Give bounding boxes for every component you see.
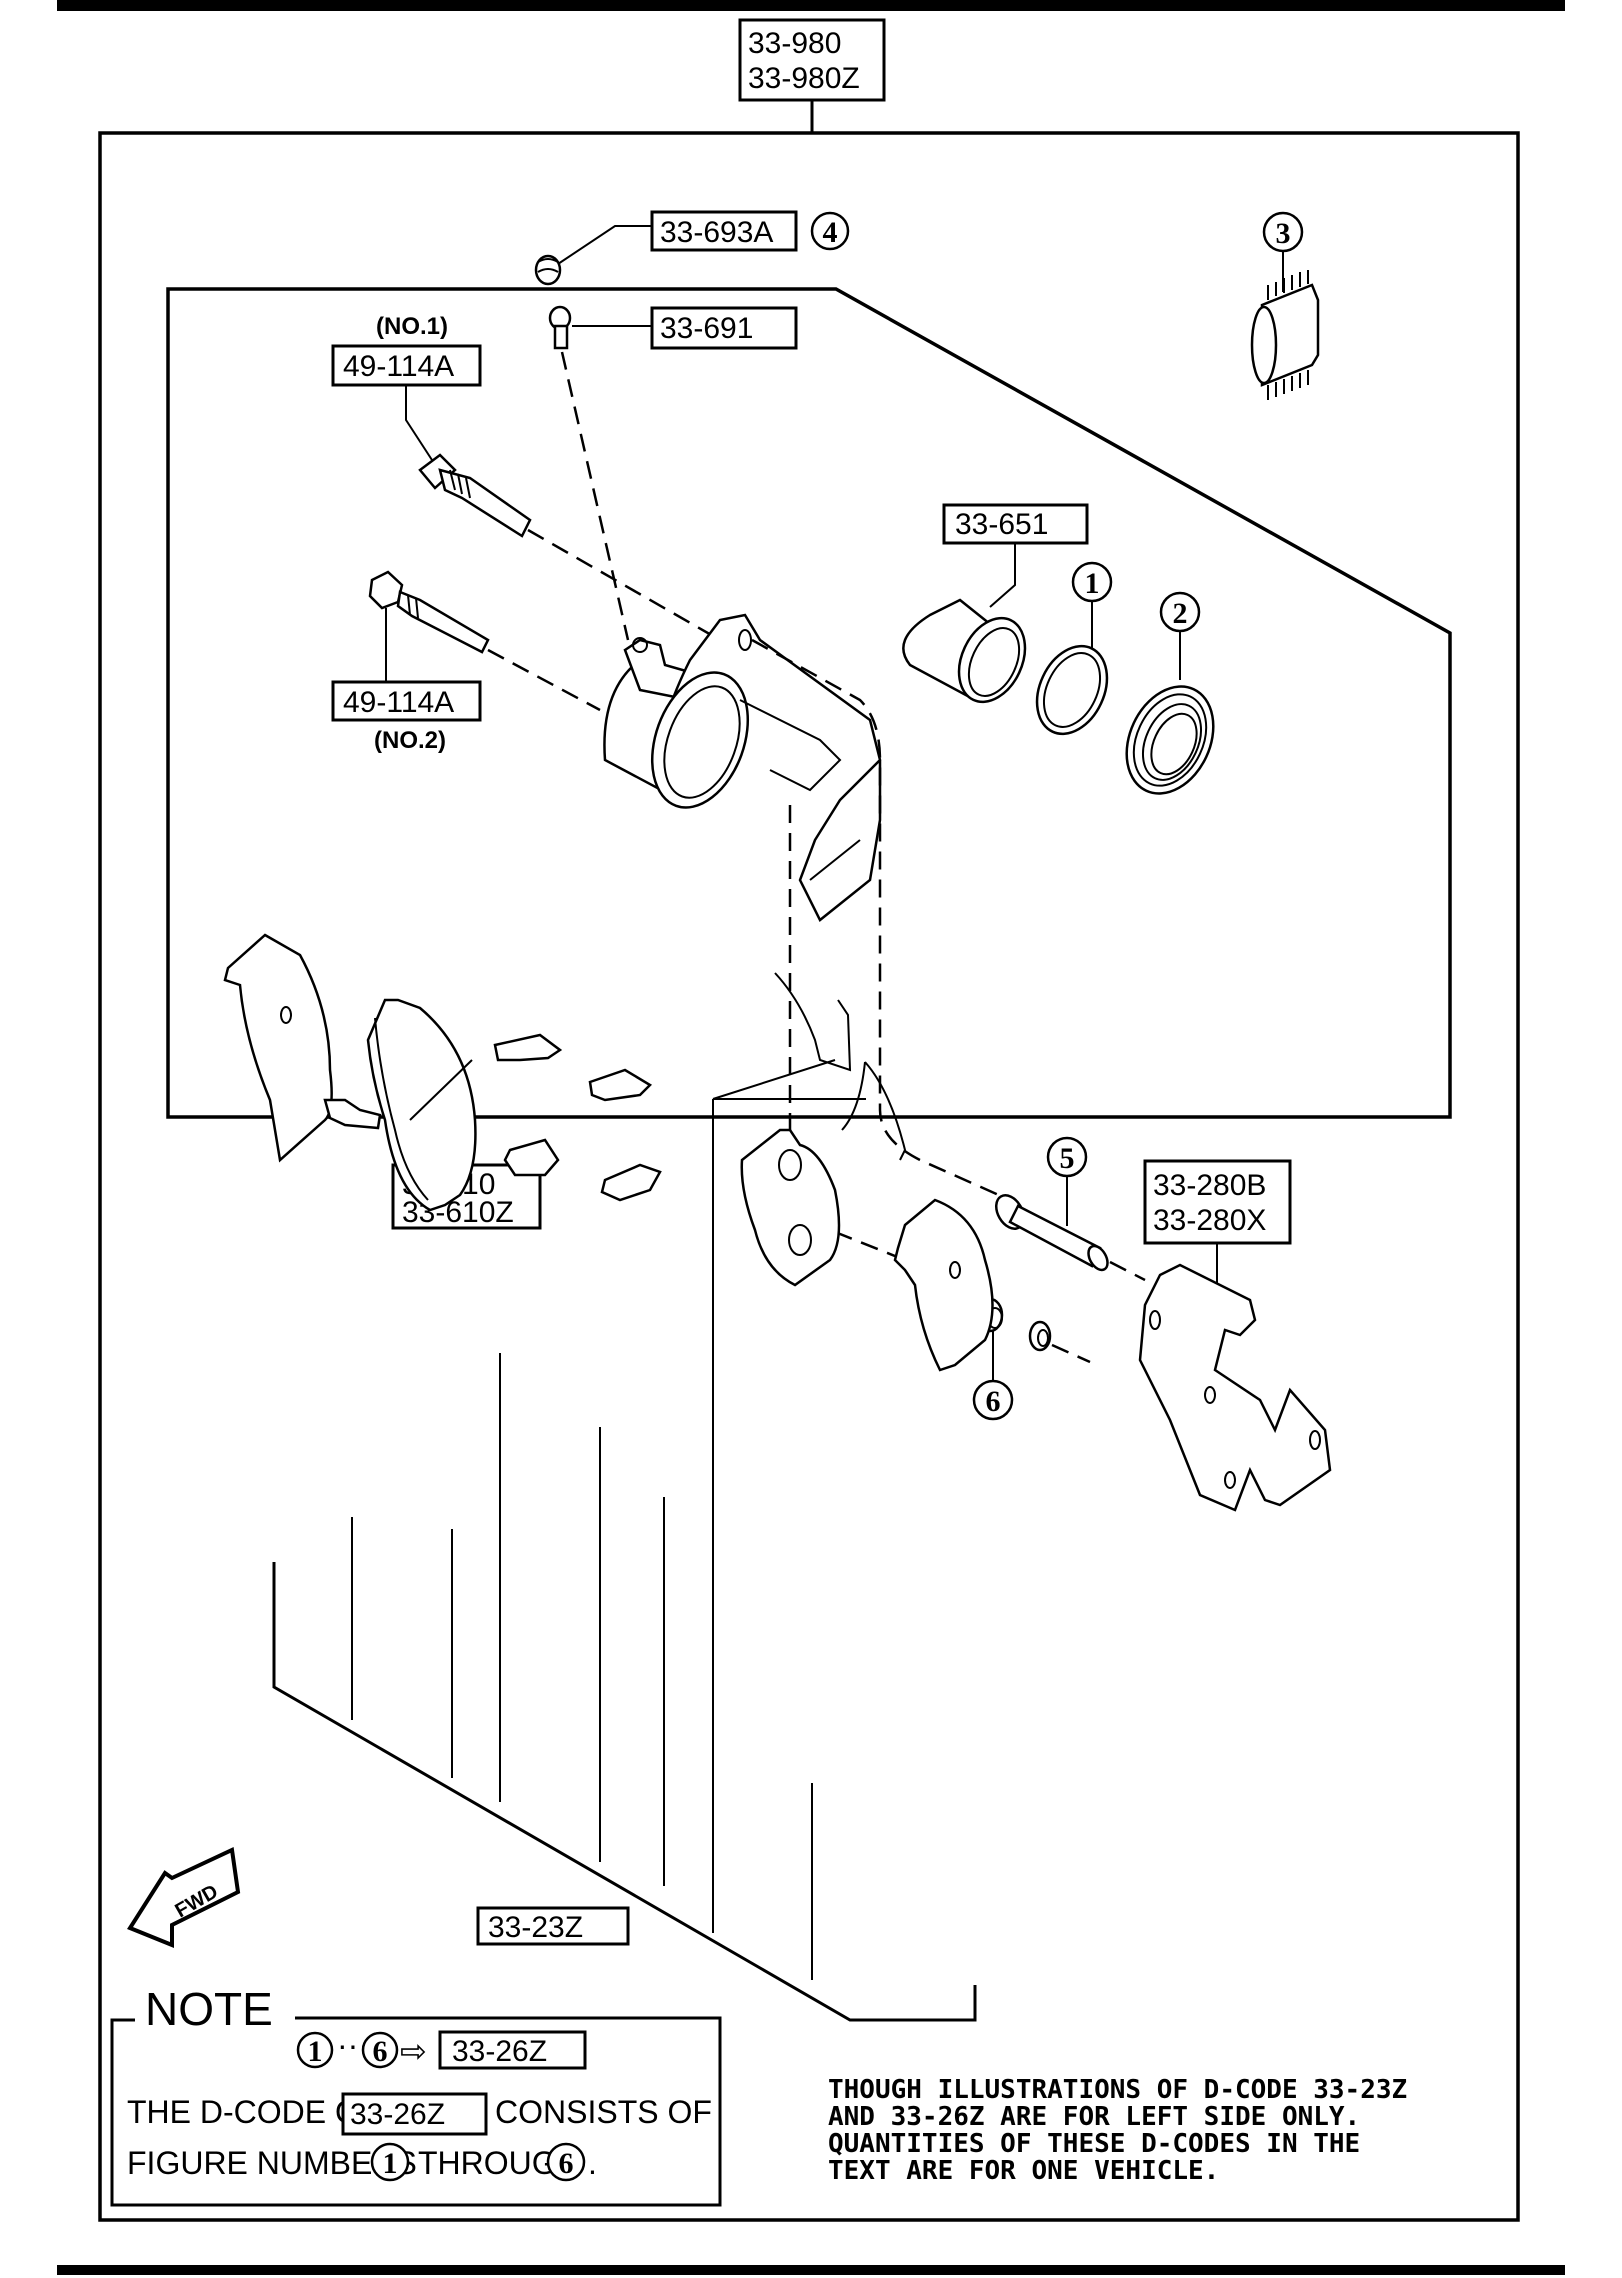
pad-clip-lower-1-part — [503, 1138, 560, 1177]
note-kit-code[interactable]: 33-26Z — [452, 2035, 547, 2068]
brake-pad-inner-part — [740, 1128, 841, 1287]
slide-pin-part — [995, 1194, 1109, 1272]
label-piston[interactable]: 33-651 — [942, 503, 1089, 545]
guide-pin-1-note: (NO.1) — [376, 313, 448, 340]
dust-boot-part — [1125, 685, 1215, 795]
applicability-line: TEXT ARE FOR ONE VEHICLE. — [828, 2156, 1219, 2186]
assembly-path-dashed — [527, 528, 721, 642]
note-text: FIGURE NUMBERS — [127, 2145, 417, 2181]
label-guide-pin-2[interactable]: 49-114A — [331, 680, 482, 722]
label-pad-set[interactable]: 33-23Z — [476, 1906, 630, 1946]
callout-6[interactable]: 6 — [972, 1379, 1014, 1421]
leader-line — [405, 385, 433, 461]
outer-kit-frame — [98, 131, 1520, 2222]
label-text-33-280x: 33-280X — [1153, 1204, 1266, 1237]
bleeder-cap-part — [534, 254, 562, 286]
piston-part — [902, 598, 1027, 704]
applicability-line: QUANTITIES OF THESE D-CODES IN THE — [828, 2129, 1360, 2159]
label-mounting-bracket[interactable]: 33-280B 33-280X — [1143, 1159, 1292, 1245]
note-frame — [110, 2016, 722, 2207]
callout-number: 1 — [1085, 567, 1100, 600]
label-text: 49-114A — [343, 350, 454, 383]
note-line-2: FIGURE NUMBERS 1 THROUGH 6 . — [127, 2142, 597, 2182]
callout-4[interactable]: 4 — [810, 211, 850, 251]
pad-set-bracket-lines — [272, 1562, 977, 2022]
pad-clip-lower-2-part — [600, 1163, 662, 1202]
guide-pin-2-note: (NO.2) — [374, 727, 446, 754]
pad-set-leader-lines — [351, 1059, 866, 1980]
label-text: 33-693A — [660, 216, 773, 249]
label-text-33-280b: 33-280B — [1153, 1169, 1266, 1202]
label-bleeder-screw[interactable]: 33-691 — [650, 306, 798, 350]
label-text: 33-23Z — [488, 1911, 583, 1944]
caliper-body-part — [603, 613, 882, 922]
applicability-line: AND 33-26Z ARE FOR LEFT SIDE ONLY. — [828, 2102, 1360, 2132]
pad-shim-outer-part — [223, 933, 333, 1163]
grease-pack-part — [1250, 270, 1320, 400]
callout-1[interactable]: 1 — [1071, 561, 1113, 603]
wear-indicator-spring-upper-part — [774, 972, 852, 1072]
forward-direction-arrow: FWD — [127, 1847, 241, 1948]
note-callout-to: 6 — [559, 2147, 574, 2180]
callout-number: 6 — [986, 1385, 1001, 1418]
callout-number: 3 — [1276, 217, 1291, 250]
applicability-line: THOUGH ILLUSTRATIONS OF D-CODE 33-23Z — [828, 2075, 1407, 2105]
note-range-row: 1 ··· 6 ⇨ 33-26Z — [296, 2027, 587, 2070]
note-line-1: THE D-CODE OF 33-26Z CONSISTS OF — [127, 2092, 712, 2136]
mounting-bracket-part — [1138, 1263, 1332, 1512]
label-guide-pin-1[interactable]: 49-114A — [331, 344, 482, 387]
pad-shim-inner-part — [893, 1198, 994, 1372]
pad-clip-upper-1-part — [493, 1033, 563, 1062]
callout-5[interactable]: 5 — [1046, 1136, 1088, 1178]
callout-number: 2 — [1173, 597, 1188, 630]
label-text: 49-114A — [343, 686, 454, 719]
label-assembly-33-980[interactable]: 33-980 33-980Z — [738, 18, 886, 102]
callout-3[interactable]: 3 — [1262, 211, 1304, 253]
guide-pin-1-part — [418, 453, 532, 538]
callout-number: 4 — [823, 216, 838, 249]
brake-pad-outer-part — [366, 998, 477, 1212]
note-kit-code-inline[interactable]: 33-26Z — [350, 2098, 445, 2131]
assembly-path-dashed — [487, 648, 601, 712]
note-callout-from: 1 — [383, 2147, 398, 2180]
note-arrow-icon: ⇨ — [400, 2033, 427, 2069]
leader-line — [989, 543, 1016, 608]
piston-seal-part — [1035, 644, 1109, 736]
note-text: . — [588, 2145, 597, 2181]
top-rule — [57, 0, 1565, 11]
note-title: NOTE — [145, 1983, 273, 2035]
callout-2[interactable]: 2 — [1159, 591, 1201, 633]
pad-clip-upper-2-part — [588, 1068, 653, 1102]
label-bleeder-cap[interactable]: 33-693A — [650, 210, 798, 252]
label-text-33-980z: 33-980Z — [748, 62, 860, 95]
leader-line — [557, 225, 652, 265]
label-text: 33-691 — [660, 312, 753, 345]
label-text: 33-651 — [955, 508, 1048, 541]
guide-pin-2-part — [368, 570, 490, 654]
assembly-path-dashed — [560, 351, 630, 641]
assembly-path-dashed — [1051, 1343, 1091, 1364]
bottom-rule — [57, 2265, 1565, 2275]
bleeder-screw-part — [548, 305, 572, 350]
note-callout-from: 1 — [308, 2035, 323, 2068]
note-text: CONSISTS OF — [495, 2094, 712, 2130]
note-callout-to: 6 — [373, 2035, 388, 2068]
callout-number: 5 — [1060, 1142, 1075, 1175]
anti-squeal-clip-part — [323, 1098, 382, 1130]
assembly-path-dashed — [1109, 1260, 1146, 1282]
applicability-note: THOUGH ILLUSTRATIONS OF D-CODE 33-23Z AN… — [828, 2075, 1407, 2186]
wear-indicator-spring-lower-part — [841, 1061, 907, 1161]
caliper-assembly-frame — [166, 287, 1452, 1119]
note-text: THE D-CODE OF — [127, 2094, 379, 2130]
label-text-33-980: 33-980 — [748, 27, 841, 60]
